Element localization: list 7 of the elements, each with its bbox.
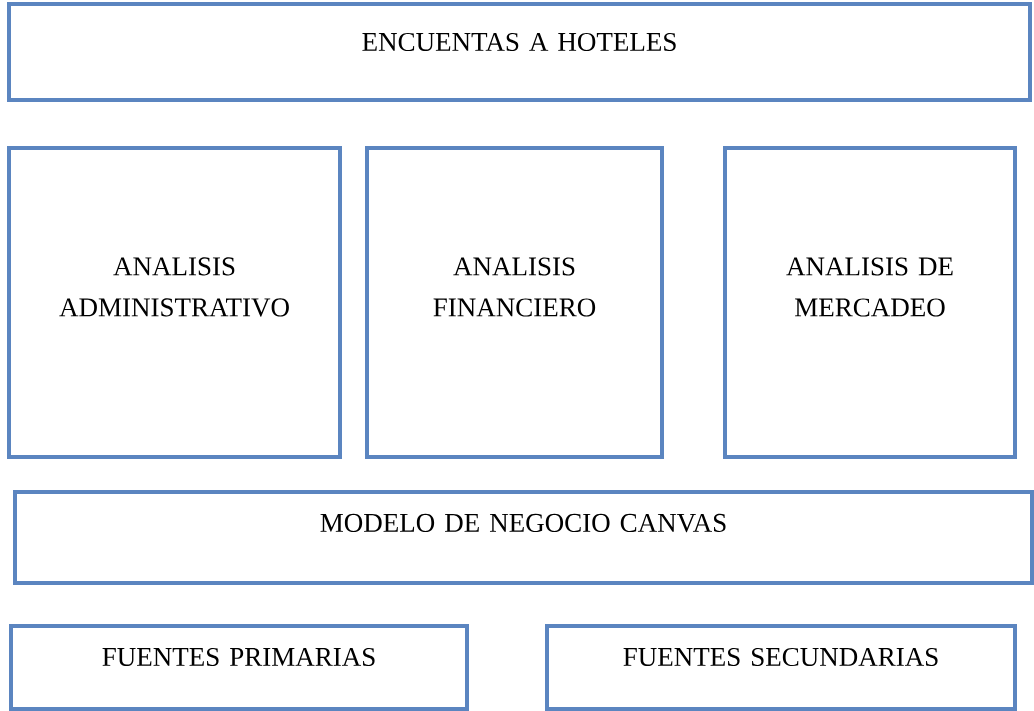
text-box: ENCUENTAS A HOTELES — [7, 2, 1032, 102]
text-box: MODELO DE NEGOCIO CANVAS — [13, 490, 1034, 585]
text-box: FUENTES PRIMARIAS — [9, 624, 469, 711]
text-box: ANALISIS FINANCIERO — [365, 146, 664, 459]
text-box: ANALISIS ADMINISTRATIVO — [7, 146, 342, 459]
text-box: ANALISIS DE MERCADEO — [723, 146, 1017, 459]
text-box: FUENTES SECUNDARIAS — [545, 624, 1017, 711]
